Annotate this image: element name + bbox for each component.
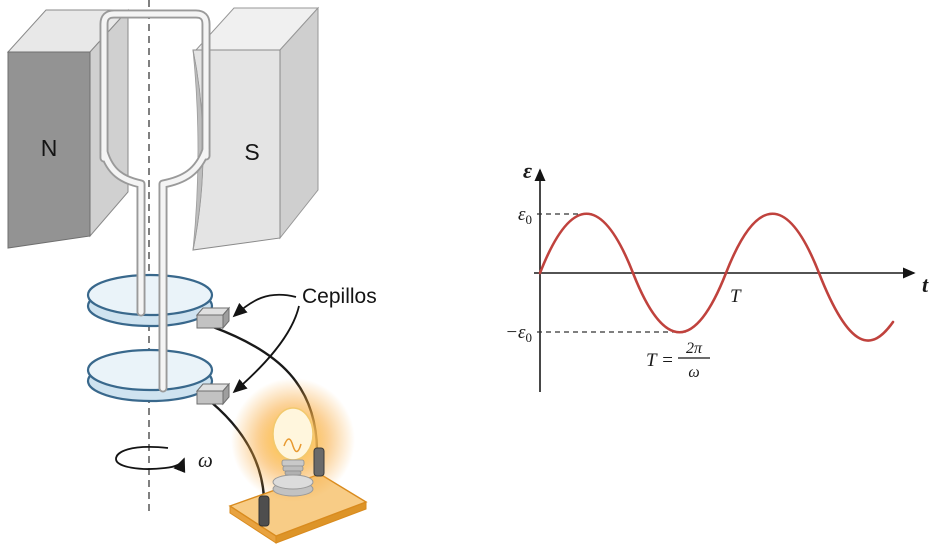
slip-ring-top xyxy=(86,273,214,328)
slip-ring-bottom-rim xyxy=(86,348,214,392)
emf-curve xyxy=(538,212,895,342)
wire-loop-lead-b xyxy=(160,147,209,391)
bulb-thread-3 xyxy=(284,470,302,476)
terminal-post-left xyxy=(258,495,270,527)
wire-loop-lead-a xyxy=(101,149,144,315)
magnet-s: S xyxy=(192,6,320,251)
brush-bottom-front-face xyxy=(196,390,224,405)
period-label: T xyxy=(730,286,742,307)
slip-ring-top-rim xyxy=(86,273,214,317)
brush-top-front-face xyxy=(196,314,224,329)
wire-loop-face xyxy=(101,11,209,161)
brush-top-side-face xyxy=(222,306,230,330)
trough-label-sub: 0 xyxy=(526,330,533,345)
light-bulb xyxy=(272,407,314,497)
magnet-n-front-face xyxy=(7,51,91,249)
magnet-s-label: S xyxy=(244,139,259,165)
brush-pointer-arrow-bottom xyxy=(232,305,300,394)
magnet-n: N xyxy=(6,8,130,249)
y-axis-label: ε xyxy=(523,158,532,183)
x-axis-label: t xyxy=(922,272,929,297)
magnet-n-label: N xyxy=(41,135,58,161)
wire-loop xyxy=(99,9,211,393)
bulb-thread-2 xyxy=(282,465,304,472)
bulb-filament xyxy=(283,438,302,453)
slip-ring-bottom xyxy=(86,348,214,403)
brush-top xyxy=(195,306,231,330)
terminal-post-right xyxy=(313,447,325,477)
trough-label: −ε0 xyxy=(505,322,532,345)
generator-diagram: N S xyxy=(6,0,377,544)
peak-label-sub: 0 xyxy=(526,212,533,227)
rotation-arrow xyxy=(115,446,186,474)
emf-graph: ε t ε0 −ε0 T T = 2π ω xyxy=(505,158,929,392)
formula-lhs: T = xyxy=(646,350,674,371)
brush-pointer-arrow-top xyxy=(232,293,297,318)
period-formula: T = 2π ω xyxy=(646,340,710,381)
formula-denominator: ω xyxy=(688,364,699,381)
brush-bottom-side-face xyxy=(222,382,230,406)
trough-label-base: −ε xyxy=(505,322,526,343)
peak-label-base: ε xyxy=(518,204,526,225)
formula-numerator: 2π xyxy=(686,340,703,357)
brush-bottom xyxy=(195,382,231,406)
bulb-holder-top xyxy=(272,474,314,490)
peak-label: ε0 xyxy=(518,204,532,227)
bulb-glass xyxy=(272,407,314,461)
bulb-thread-1 xyxy=(281,459,305,467)
brushes-label: Cepillos xyxy=(302,285,377,308)
omega-label: ω xyxy=(198,448,213,472)
